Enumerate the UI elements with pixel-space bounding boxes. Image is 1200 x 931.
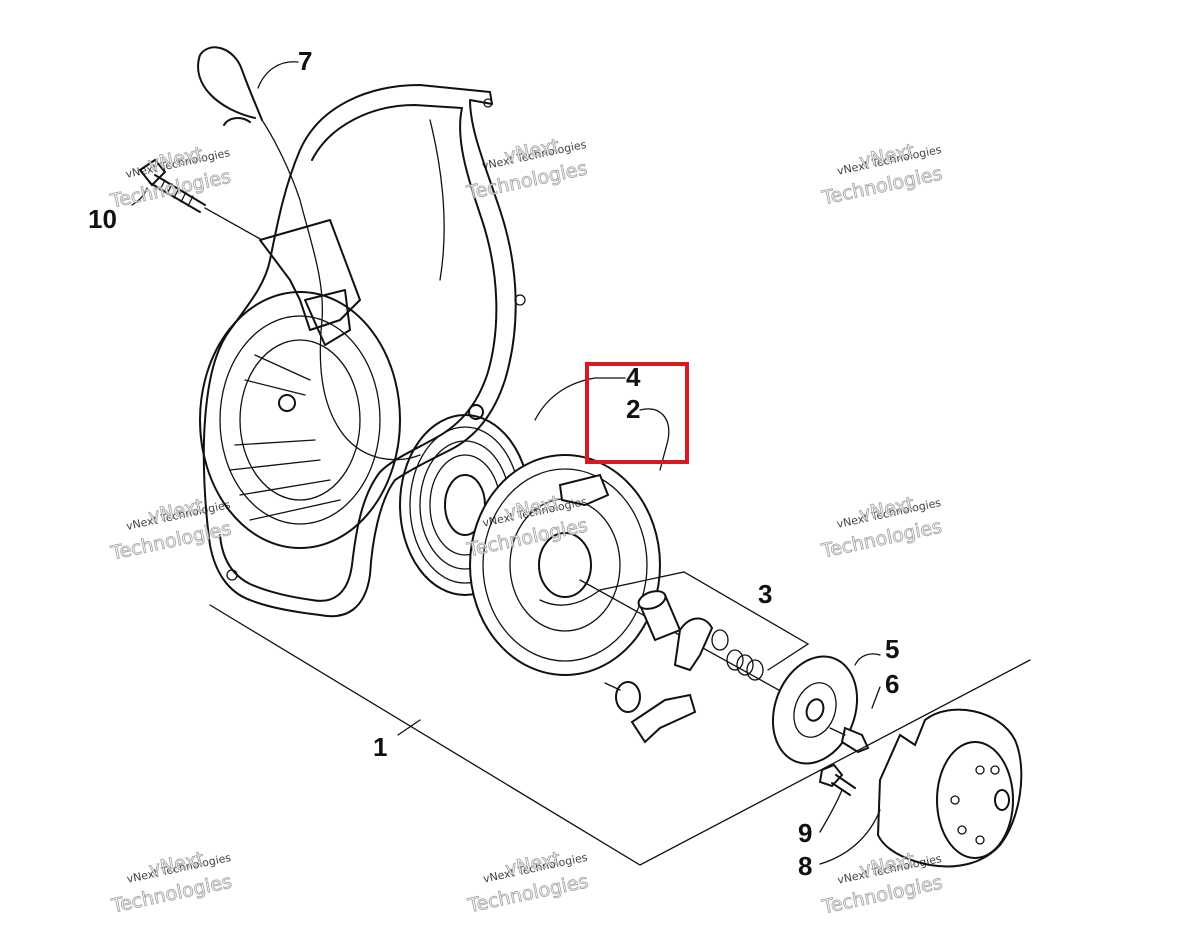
pulley: [469, 454, 661, 676]
svg-text:vNext: vNext: [146, 495, 205, 528]
callout-10: 10: [88, 204, 117, 234]
watermark-top-left: vNext Technologies vNext Technologies: [107, 142, 233, 213]
recoil-housing: [199, 84, 526, 618]
svg-text:vNext: vNext: [857, 493, 916, 526]
screw: [829, 726, 870, 754]
watermark-top-right: vNext Technologies vNext Technologies: [819, 139, 945, 210]
watermark-mid-left: vNext Technologies vNext Technologies: [108, 494, 234, 565]
callout-6: 6: [885, 669, 899, 699]
callout-1: 1: [373, 732, 387, 762]
ratchet-kit: [599, 571, 810, 744]
svg-text:vNext: vNext: [858, 849, 917, 882]
washer: [771, 655, 859, 765]
svg-text:vNext: vNext: [503, 848, 562, 881]
watermark-bottom-left: vNext Technologies vNext Technologies: [108, 847, 234, 918]
watermark-mid-right: vNext Technologies vNext Technologies: [818, 492, 944, 563]
svg-text:vNext: vNext: [502, 135, 561, 168]
callout-5: 5: [885, 634, 899, 664]
callout-4: 4: [626, 362, 641, 392]
leader-lines: [131, 61, 1031, 866]
watermark-top-center: vNext Technologies vNext Technologies: [464, 134, 590, 205]
starter-rope: [197, 46, 421, 461]
callout-9: 9: [798, 818, 812, 848]
watermark-bottom-right: vNext Technologies vNext Technologies: [819, 848, 945, 919]
callouts: 7 10 4 2 3 5 6 1 9 8: [88, 46, 899, 881]
callout-3: 3: [758, 579, 772, 609]
svg-text:vNext: vNext: [858, 140, 917, 173]
svg-text:vNext: vNext: [147, 848, 206, 881]
callout-7: 7: [298, 46, 312, 76]
highlight-box: [585, 362, 689, 464]
mounting-bolt: [138, 158, 263, 241]
starter-cup: [876, 708, 1023, 868]
cup-bolt: [818, 763, 856, 796]
callout-2: 2: [626, 394, 640, 424]
watermark-bottom-center: vNext Technologies vNext Technologies: [465, 847, 591, 918]
svg-text:vNext: vNext: [146, 143, 205, 176]
callout-8: 8: [798, 851, 812, 881]
